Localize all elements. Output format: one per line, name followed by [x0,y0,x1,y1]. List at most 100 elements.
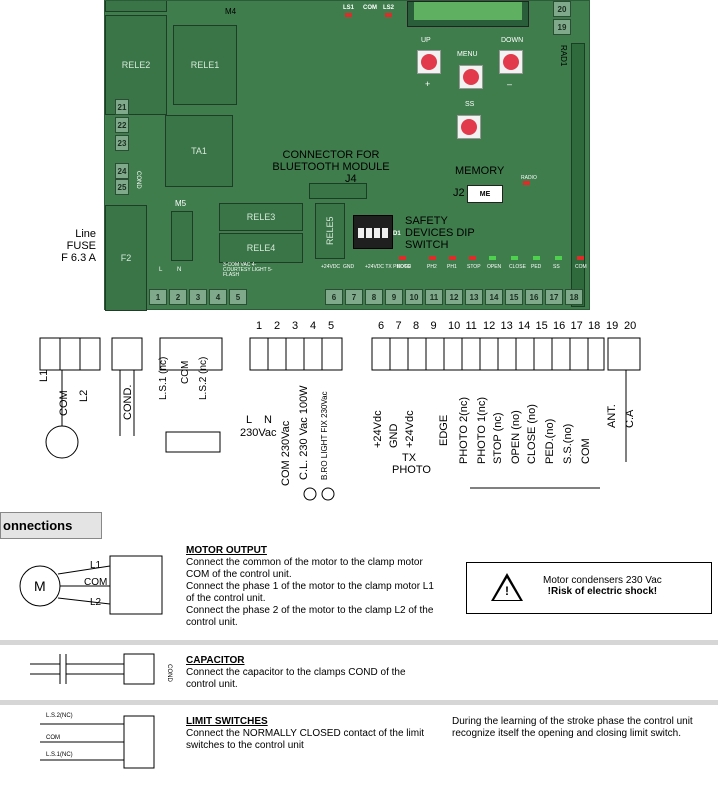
right-wire-label-8: CLOSE (no) [526,404,538,464]
limit-switch-section: LIMIT SWITCHES Connect the NORMALLY CLOS… [186,716,436,752]
motor-com: COM [58,390,70,416]
terminal-17: 17 [545,289,563,305]
wiring-diagram [39,337,641,501]
cap-cond-label: COND [165,664,172,682]
wire-num-10: 10 [448,320,461,332]
limit-switch-text: Connect the NORMALLY CLOSED contact of t… [186,728,425,751]
l-label: L [159,267,163,273]
terminal-16: 16 [525,289,543,305]
wire-num-15: 15 [535,320,548,332]
term-label-4: PH2 [427,264,437,270]
down-button[interactable] [499,50,523,74]
status-led-9 [533,256,540,260]
photo-label: PHOTO [392,464,431,476]
terminal-24: 24 [115,163,129,179]
ss-label: SS [465,101,475,108]
wire-num-7: 7 [395,320,402,332]
up-button[interactable] [417,50,441,74]
j4-label: J4 [345,173,357,185]
wire-num-8: 8 [413,320,420,332]
terminal-25: 25 [115,179,129,195]
right-wire-label-7: OPEN (no) [510,410,522,464]
motor-l2: L2 [78,389,90,402]
term-label-11: COM [575,264,587,270]
status-led-11 [577,256,584,260]
ss-button[interactable] [457,115,481,139]
motor-text-2: Connect the phase 1 of the motor to the … [186,581,434,604]
wire-num-1: 1 [256,320,263,332]
m4-label: M4 [225,7,237,16]
lcd-display [414,2,522,20]
motor-text-3: Connect the phase 2 of the motor to the … [186,605,434,628]
term-label-9: PED [531,264,542,270]
terminal-5: 5 [229,289,247,305]
fuse-f2: F2 [105,205,147,311]
led-ls1 [345,13,352,17]
terminal-10: 10 [405,289,423,305]
minus-label: – [507,79,513,89]
led-radio [523,181,530,185]
warning-box: ! Motor condensers 230 Vac !Risk of elec… [466,562,712,614]
term-label-2: +24VDC TX PHOTO [365,264,411,270]
wire-num-18: 18 [588,320,601,332]
terminal-23: 23 [115,135,129,151]
motor-line-com: COM [84,577,108,588]
menu-label: MENU [457,51,478,58]
connections-header: onnections [0,512,102,539]
rad1-strip [571,43,585,307]
right-wire-label-11: COM [580,438,592,464]
right-wire-label-9: PED.(no) [544,418,556,464]
warning-line-2: !Risk of electric shock! [547,586,658,597]
connection-symbols [19,555,163,769]
status-led-8 [511,256,518,260]
rele1: RELE1 [173,25,237,105]
wire-num-6: 6 [378,320,385,332]
ls2-nc-small: L.S.2(NC) [46,713,73,719]
right-wire-label-1: GND [388,423,400,448]
ls2-label: LS2 [383,5,395,11]
menu-button[interactable] [459,65,483,89]
right-wire-label-10: S.S.(no) [562,423,574,464]
wire-num-2: 2 [274,320,281,332]
term-label-8: CLOSE [509,264,526,270]
right-wire-label-6: STOP (nc) [492,412,504,464]
tx-label: TX [402,452,417,464]
ls1-nc: L.S.1 (nc) [158,356,169,400]
term-label-7: OPEN [487,264,502,270]
motor-output-section: MOTOR OUTPUT Connect the common of the m… [186,545,434,629]
status-led-4 [429,256,436,260]
terminal-1: 1 [149,289,167,305]
com-top-label: COM [363,5,377,11]
dip-switch[interactable] [353,215,393,249]
light-info: 3-COM VAC 4-COURTESY LIGHT 5-FLASH [223,262,273,278]
cond-label: COND. [122,384,134,420]
j2-label: J2 [453,187,465,199]
terminal-19: 19 [553,19,571,35]
terminal-21: 21 [115,99,129,115]
display-frame [407,1,529,27]
term-label-5: PH1 [447,264,457,270]
power-230: 230Vac [240,427,277,439]
terminal-9: 9 [385,289,403,305]
separator-2 [0,700,718,705]
status-led-3 [399,256,406,260]
led-ls2 [385,13,392,17]
plus-label: + [425,79,431,89]
wire-num-14: 14 [518,320,531,332]
terminal-12: 12 [445,289,463,305]
radio-label: RADIO [521,175,537,181]
wire-num-5: 5 [328,320,335,332]
status-led-10 [555,256,562,260]
connector-title: CONNECTOR FOR BLUETOOTH MODULE [272,149,390,173]
wire-num-4: 4 [310,320,317,332]
wire-num-11: 11 [465,320,477,332]
ta1: TA1 [165,115,233,187]
wire-num-12: 12 [483,320,496,332]
status-led-6 [469,256,476,260]
ls-com: COM [180,360,191,384]
m5-label: M5 [175,199,187,208]
power-n: N [264,414,272,426]
